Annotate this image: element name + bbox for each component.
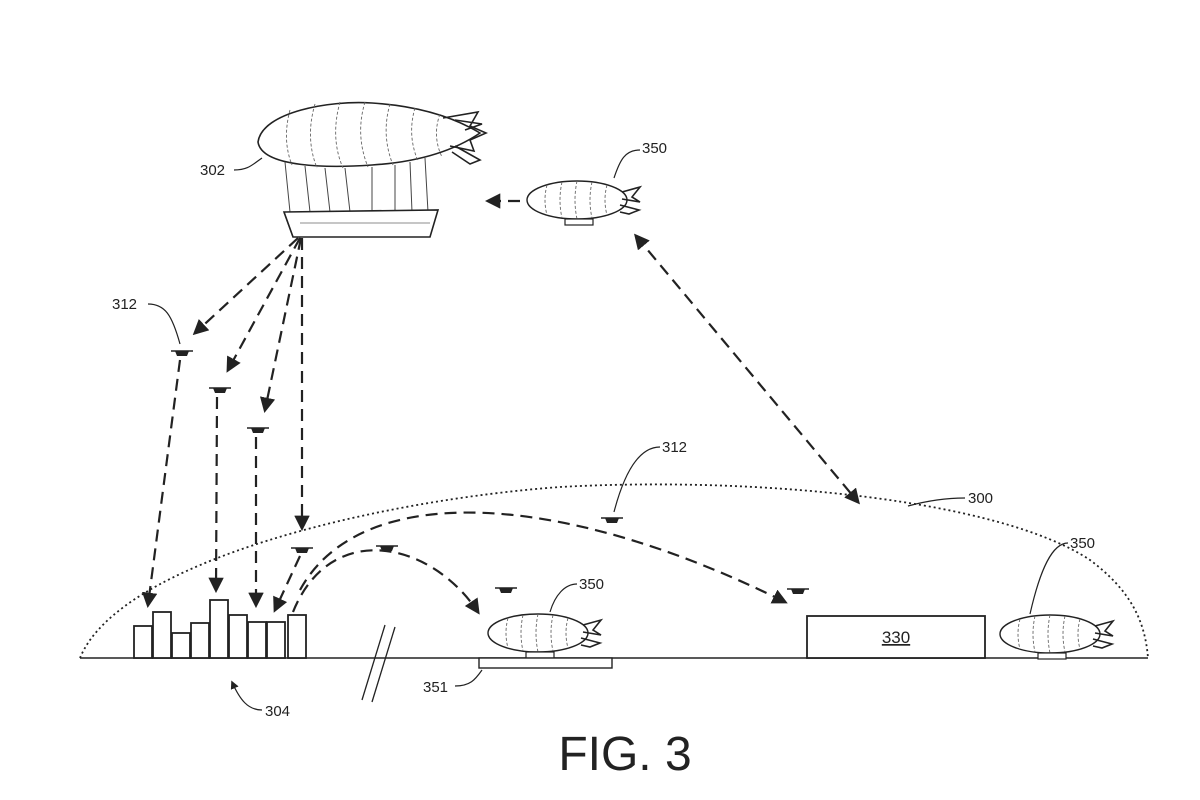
label-312-dome: 312 [662, 439, 687, 456]
label-312-left: 312 [112, 296, 137, 313]
facility-box [806, 615, 986, 659]
shuttle-airship-right [999, 614, 1114, 660]
city-buildings [133, 599, 307, 659]
arrow-city-to-shuttle [291, 549, 480, 615]
label-351: 351 [423, 679, 448, 696]
leader-lines [147, 149, 1069, 711]
drone-icon [600, 517, 624, 524]
shuttle-airship-top [526, 180, 641, 226]
landing-pad [478, 657, 613, 669]
label-350-top: 350 [642, 140, 667, 157]
drone-icon [786, 588, 810, 595]
shuttle-airship-landed [487, 613, 602, 659]
label-302: 302 [200, 162, 225, 179]
break-mark [361, 624, 396, 703]
coverage-dome [79, 483, 1149, 659]
label-350-right: 350 [1070, 535, 1095, 552]
label-300: 300 [968, 490, 993, 507]
drone-group-air [170, 350, 810, 595]
descent-arrows [141, 359, 301, 613]
label-304: 304 [265, 703, 290, 720]
arrow-city-to-facility [299, 511, 788, 604]
drone-icon [170, 350, 194, 357]
main-airship [257, 101, 488, 238]
label-330: 330 [882, 628, 910, 647]
label-350-mid: 350 [579, 576, 604, 593]
drone-icon [494, 587, 518, 594]
drone-icon [290, 547, 314, 554]
deployment-arrows [192, 237, 310, 532]
drone-icon [246, 427, 270, 434]
drone-icon [208, 387, 232, 394]
figure-title: FIG. 3 [558, 728, 691, 781]
arrow-shuttle-dome [634, 233, 860, 505]
